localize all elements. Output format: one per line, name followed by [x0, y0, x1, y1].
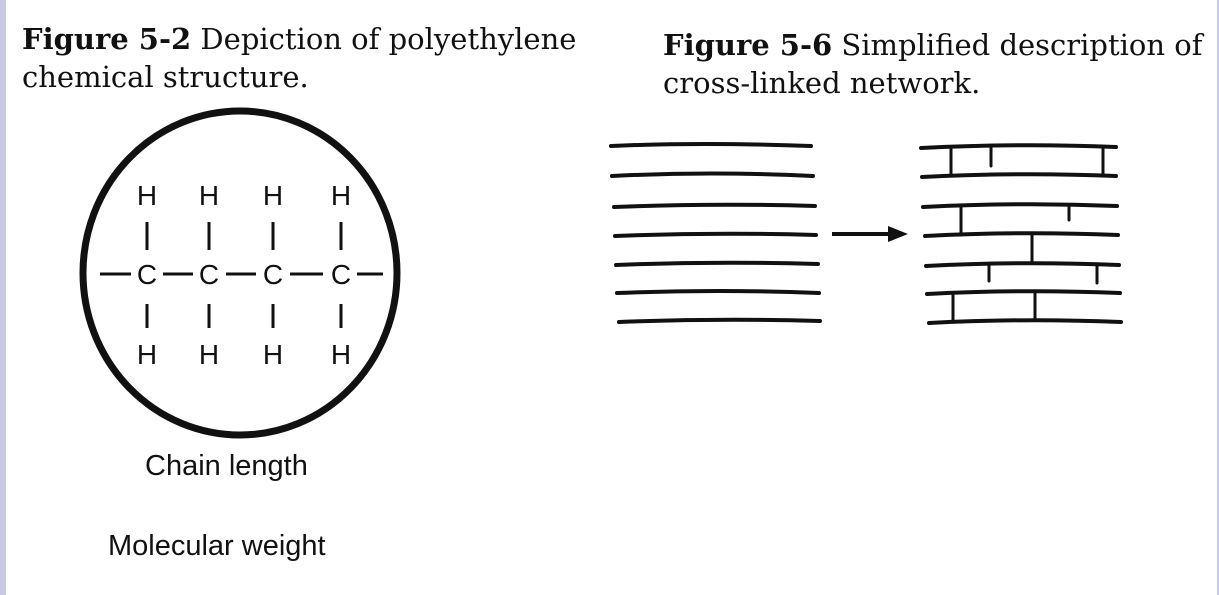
- atom-c-1: C: [137, 259, 157, 290]
- atom-h-bottom-1: H: [137, 339, 157, 370]
- molecular-weight-label: Molecular weight: [108, 530, 326, 562]
- crosslinked-chain: [919, 143, 1118, 150]
- polyethylene-diagram: H H H H C C C C H H H H: [79, 107, 401, 439]
- crosslinked-chain: [920, 172, 1118, 179]
- parallel-chain: [609, 142, 813, 148]
- atom-c-4: C: [331, 259, 351, 290]
- crosslinked-chain: [927, 318, 1123, 325]
- parallel-chain: [613, 231, 818, 238]
- atom-h-bottom-4: H: [331, 339, 351, 370]
- page-left-border: [0, 0, 6, 595]
- atom-h-top-1: H: [137, 180, 157, 211]
- figure-5-2-label: Figure 5-2: [22, 22, 192, 56]
- atom-h-top-2: H: [199, 180, 219, 211]
- parallel-chain: [612, 202, 817, 209]
- crosslinked-chain: [925, 289, 1122, 296]
- atom-c-2: C: [199, 259, 219, 290]
- parallel-chains-group: [609, 142, 822, 324]
- crosslinked-chain: [921, 202, 1119, 209]
- crosslinked-chain: [924, 261, 1121, 268]
- parallel-chain: [610, 171, 815, 178]
- bond-lines: [100, 222, 383, 328]
- figure-5-6-caption: Figure 5-6 Simplified description of cro…: [663, 26, 1203, 102]
- parallel-chain: [615, 289, 821, 295]
- arrow-right-icon: [832, 226, 908, 242]
- crosslinked-chain: [923, 231, 1120, 238]
- atom-h-top-4: H: [331, 180, 351, 211]
- figure-5-6-caption-text: Simplified description of cross-linked n…: [663, 28, 1203, 100]
- parallel-chain: [617, 317, 822, 324]
- molecule-circle: [79, 107, 401, 439]
- atom-h-top-3: H: [263, 180, 283, 211]
- parallel-chain: [614, 260, 820, 267]
- atom-c-3: C: [263, 259, 283, 290]
- figure-5-6-label: Figure 5-6: [663, 28, 833, 62]
- figure-5-2-caption-text: Depiction of polyethylene chemical struc…: [22, 22, 577, 94]
- atom-h-bottom-3: H: [263, 339, 283, 370]
- chain-length-label: Chain length: [145, 450, 308, 482]
- atom-h-bottom-2: H: [199, 339, 219, 370]
- figure-5-2-caption: Figure 5-2 Depiction of polyethylene che…: [22, 20, 582, 96]
- crosslinked-network-group: [919, 143, 1123, 325]
- page-right-border: [1217, 0, 1219, 595]
